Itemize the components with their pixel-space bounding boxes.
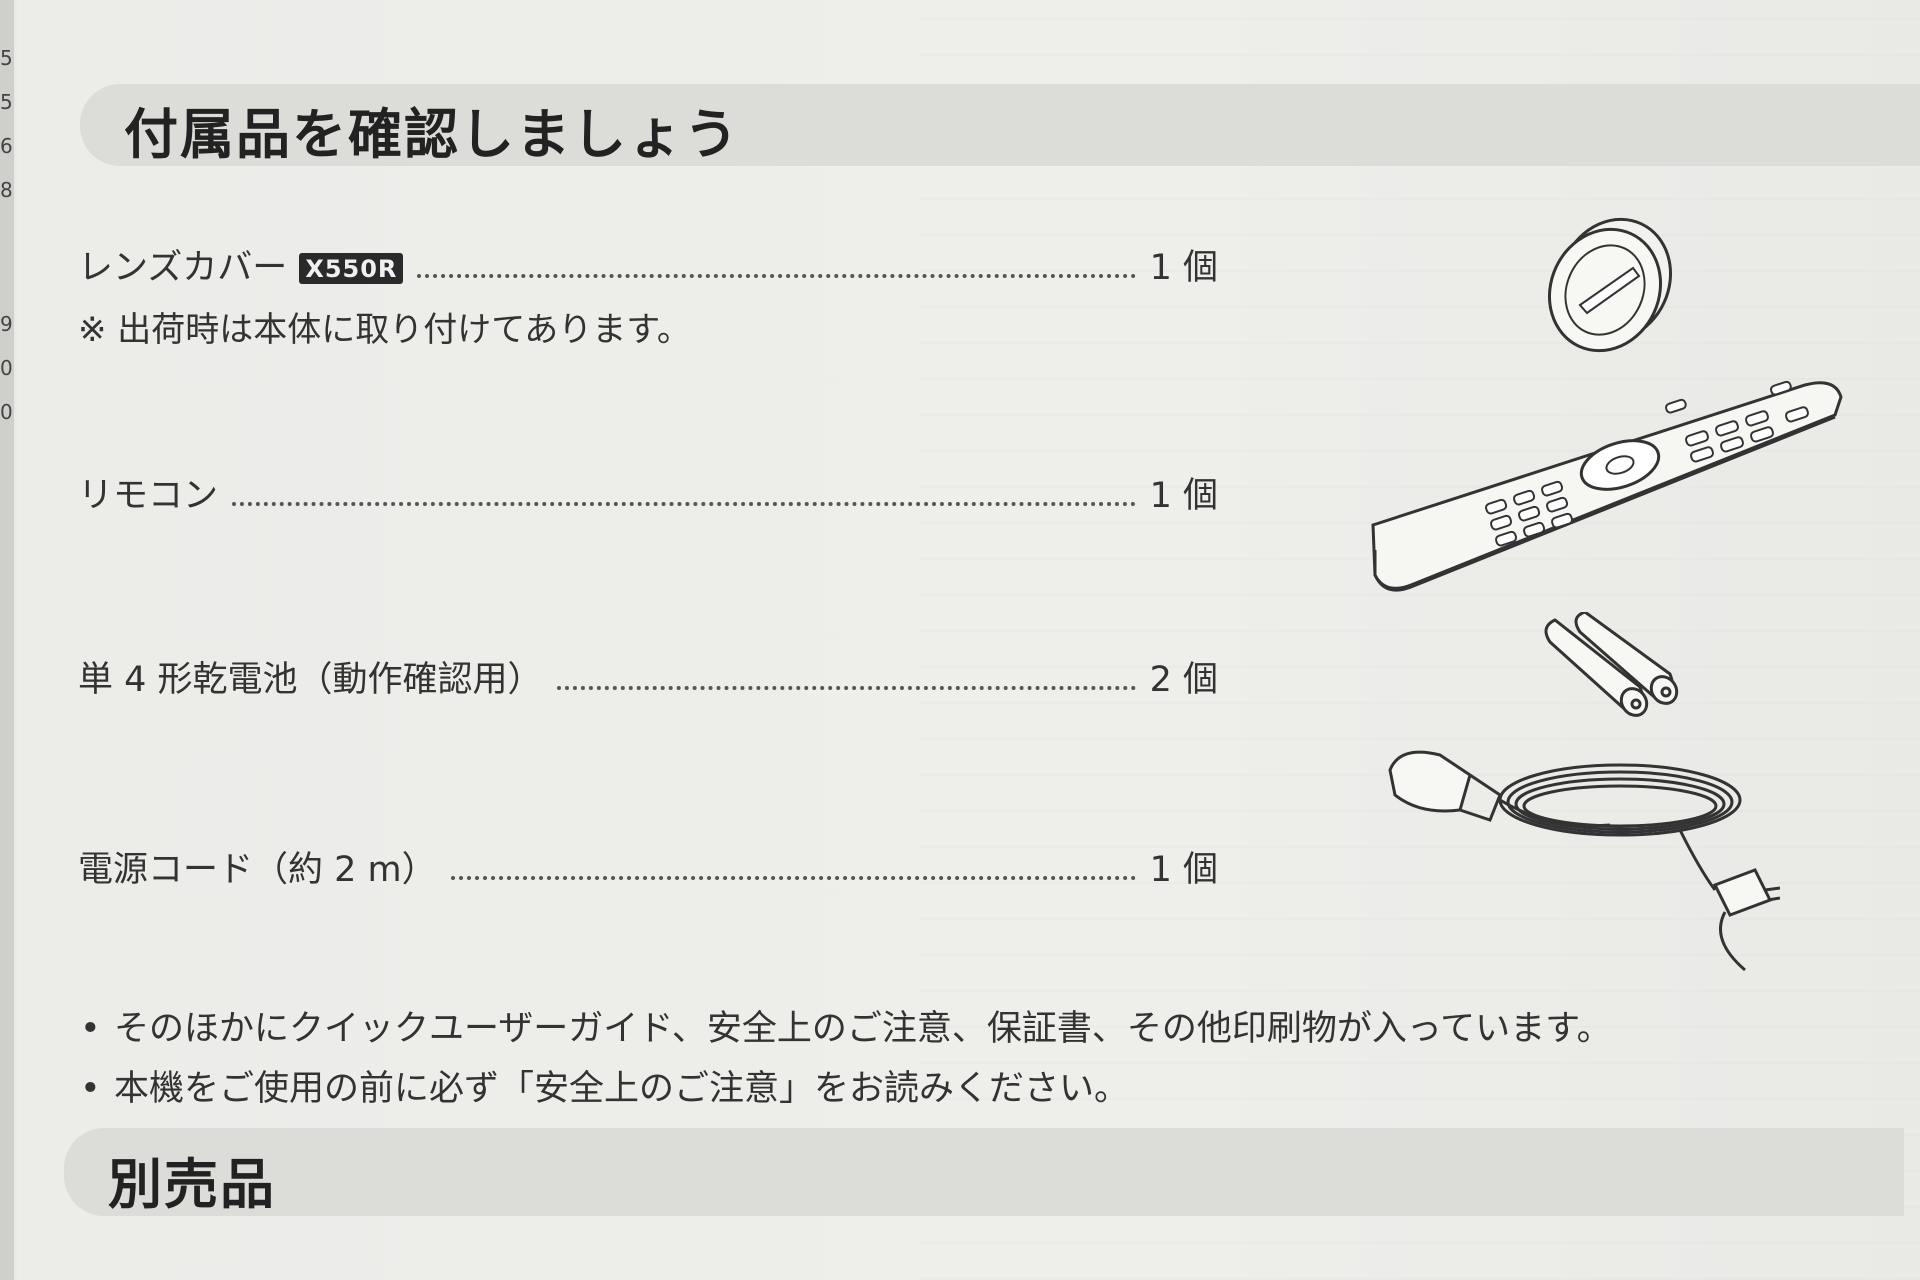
binding-edge [0,0,14,1280]
accessory-quantity: 1 個 [1149,850,1218,890]
margin-number: 0 [0,356,13,380]
section-title-optional: 別売品 [108,1153,276,1216]
bullet-symbol: • [80,1009,101,1049]
accessory-name: 単 4 形乾電池（動作確認用） [78,660,543,700]
bullet-symbol: • [80,1069,101,1109]
margin-number: 5 [0,90,13,114]
section-heading-band [80,84,1920,166]
remote-control-icon [1371,380,1843,592]
section-heading-band [64,1128,1904,1216]
facing-page-edge-numbers: 5 5 6 8 9 0 0 [0,36,14,434]
accessory-name: リモコン [78,476,219,516]
section-title-included: 付属品を確認しましょう [124,103,740,166]
margin-number: 9 [0,312,13,336]
accessory-row-power-cord: 電源コード（約 2 m） 1 個 [78,842,1218,892]
power-cord-icon [1388,750,1780,972]
accessory-quantity: 1 個 [1149,248,1218,288]
dot-leader [232,502,1136,506]
accessory-quantity: 1 個 [1149,476,1218,516]
model-badge: X550R [299,253,404,284]
margin-number: 5 [0,46,13,70]
batteries-icon [1544,612,1679,717]
accessory-name: 電源コード（約 2 m） [78,850,437,890]
bullet-item: • 本機をご使用の前に必ず「安全上のご注意」をお読みください。 [80,1060,1129,1111]
lens-cover-note: ※ 出荷時は本体に取り付けてあります。 [78,310,691,350]
accessory-quantity: 2 個 [1149,660,1218,700]
dot-leader [556,686,1136,690]
bullet-text: 本機をご使用の前に必ず「安全上のご注意」をお読みください。 [114,1069,1130,1109]
margin-number: 6 [0,134,13,158]
accessory-row-batteries: 単 4 形乾電池（動作確認用） 2 個 [78,652,1218,702]
accessory-row-remote: リモコン 1 個 [78,468,1218,518]
bullet-text: そのほかにクイックユーザーガイド、安全上のご注意、保証書、その他印刷物が入ってい… [114,1009,1612,1049]
dot-leader [417,274,1136,278]
accessory-name: レンズカバー [78,248,288,288]
show-through-texture [920,0,1920,1280]
margin-number: 8 [0,178,13,202]
bullet-item: • そのほかにクイックユーザーガイド、安全上のご注意、保証書、その他印刷物が入って… [80,1000,1612,1051]
dot-leader [450,876,1136,880]
lens-cover-icon [1547,217,1673,353]
margin-number: 0 [0,400,13,424]
accessory-row-lens-cover: レンズカバー X550R 1 個 [78,240,1218,290]
